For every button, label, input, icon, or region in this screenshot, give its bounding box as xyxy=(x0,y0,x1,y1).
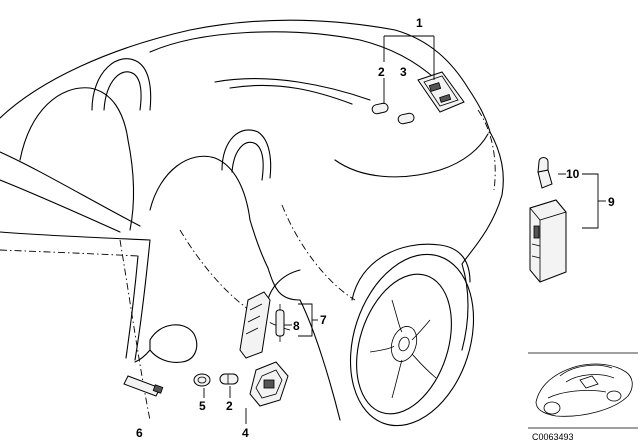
lamp-housing-part xyxy=(249,361,289,407)
callout-2-top: 2 xyxy=(378,65,385,79)
festoon-bulb-part xyxy=(275,304,285,342)
reference-code: C0063493 xyxy=(532,432,574,442)
callout-7: 7 xyxy=(320,313,327,327)
callout-10: 10 xyxy=(566,167,580,181)
car-interior-outline xyxy=(0,58,301,363)
callout-5: 5 xyxy=(199,399,206,413)
callout-2-bottom: 2 xyxy=(226,399,233,413)
callout-4: 4 xyxy=(242,426,249,440)
lamp-cover-part xyxy=(239,291,271,359)
callout-1: 1 xyxy=(416,16,423,30)
leader-lines xyxy=(203,35,606,424)
bulb-small-top-right xyxy=(397,112,415,125)
car-body-outline xyxy=(0,19,504,427)
bulb-small-bottom xyxy=(219,373,239,385)
bulb-round-part xyxy=(193,373,211,387)
car-thumbnail xyxy=(528,352,638,429)
bulb-socket-part xyxy=(537,157,553,189)
callout-8: 8 xyxy=(293,319,300,333)
callout-6: 6 xyxy=(136,426,143,440)
callout-9: 9 xyxy=(608,195,615,209)
connector-part xyxy=(123,375,164,397)
callout-3: 3 xyxy=(400,65,407,79)
interior-light-assembly xyxy=(417,71,465,113)
bulb-small-top-left xyxy=(371,102,389,115)
control-unit-part xyxy=(529,199,567,283)
